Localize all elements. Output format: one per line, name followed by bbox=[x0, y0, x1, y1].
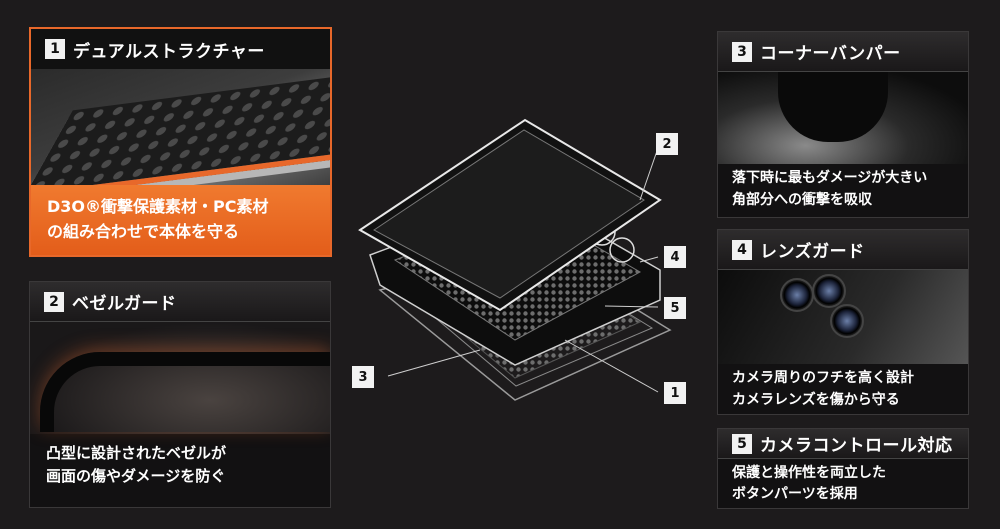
camera-lens-icon bbox=[812, 274, 846, 308]
feature-description: 凸型に設計されたベゼルが 画面の傷やダメージを防ぐ bbox=[30, 432, 330, 507]
corner-illustration bbox=[778, 72, 888, 142]
exploded-case-diagram: 2 4 5 3 1 bbox=[340, 100, 700, 430]
bezel-illustration bbox=[40, 352, 330, 432]
diagram-callout-4: 4 bbox=[664, 246, 686, 268]
feature-number-badge: 1 bbox=[45, 39, 65, 59]
feature-number-badge: 5 bbox=[732, 433, 752, 454]
description-line: カメラレンズを傷から守る bbox=[732, 391, 900, 408]
feature-number-badge: 3 bbox=[732, 41, 752, 62]
feature-number-badge: 4 bbox=[732, 239, 752, 260]
description-line: 落下時に最もダメージが大きい bbox=[732, 170, 928, 186]
phone-screen bbox=[373, 129, 645, 299]
description-line: 角部分への衝撃を吸収 bbox=[732, 191, 872, 208]
corner-bumper-image bbox=[718, 72, 968, 164]
feature-panel-camera-control: 5 カメラコントロール対応 保護と操作性を両立した ボタンパーツを採用 bbox=[717, 428, 969, 509]
diagram-callout-1: 1 bbox=[664, 382, 686, 404]
panel-header: 1 デュアルストラクチャー bbox=[31, 29, 330, 69]
feature-description: カメラ周りのフチを高く設計 カメラレンズを傷から守る bbox=[718, 362, 968, 414]
description-line: 保護と操作性を両立した bbox=[732, 465, 886, 481]
panel-header: 3 コーナーバンパー bbox=[718, 32, 968, 72]
camera-lens-icon bbox=[830, 304, 864, 338]
description-line: ボタンパーツを採用 bbox=[732, 486, 858, 502]
description-line: D3O®衝撃保護素材・PC素材 bbox=[47, 197, 269, 216]
panel-header: 4 レンズガード bbox=[718, 230, 968, 270]
feature-title: コーナーバンパー bbox=[760, 44, 901, 64]
feature-description: 保護と操作性を両立した ボタンパーツを採用 bbox=[718, 459, 968, 508]
feature-title: ベゼルガード bbox=[72, 294, 177, 314]
feature-panel-bezel-guard: 2 ベゼルガード 凸型に設計されたベゼルが 画面の傷やダメージを防ぐ bbox=[29, 281, 331, 508]
description-line: カメラ周りのフチを高く設計 bbox=[732, 370, 914, 386]
diagram-callout-2: 2 bbox=[656, 133, 678, 155]
feature-panel-dual-structure: 1 デュアルストラクチャー D3O®衝撃保護素材・PC素材 の組み合わせで本体を… bbox=[29, 27, 332, 257]
lens-guard-image bbox=[718, 270, 968, 364]
feature-title: カメラコントロール対応 bbox=[760, 436, 953, 456]
diagram-callout-3: 3 bbox=[352, 366, 374, 388]
feature-number-badge: 2 bbox=[44, 291, 64, 312]
bezel-guard-image bbox=[30, 322, 330, 434]
panel-header: 2 ベゼルガード bbox=[30, 282, 330, 322]
description-line: の組み合わせで本体を守る bbox=[47, 221, 240, 241]
feature-panel-lens-guard: 4 レンズガード カメラ周りのフチを高く設計 カメラレンズを傷から守る bbox=[717, 229, 969, 415]
description-line: 凸型に設計されたベゼルが bbox=[46, 444, 227, 462]
description-line: 画面の傷やダメージを防ぐ bbox=[46, 467, 226, 486]
feature-title: デュアルストラクチャー bbox=[73, 41, 265, 62]
feature-description: 落下時に最もダメージが大きい 角部分への衝撃を吸収 bbox=[718, 162, 968, 217]
feature-title: レンズガード bbox=[760, 242, 865, 262]
diagram-callout-5: 5 bbox=[664, 297, 686, 319]
feature-description: D3O®衝撃保護素材・PC素材 の組み合わせで本体を守る bbox=[31, 185, 330, 255]
camera-cutout bbox=[609, 237, 635, 263]
hex-material-illustration bbox=[31, 68, 330, 200]
camera-lens-icon bbox=[780, 278, 814, 312]
feature-panel-corner-bumper: 3 コーナーバンパー 落下時に最もダメージが大きい 角部分への衝撃を吸収 bbox=[717, 31, 969, 218]
panel-header: 5 カメラコントロール対応 bbox=[718, 429, 968, 459]
case-diagram-svg bbox=[358, 118, 672, 401]
